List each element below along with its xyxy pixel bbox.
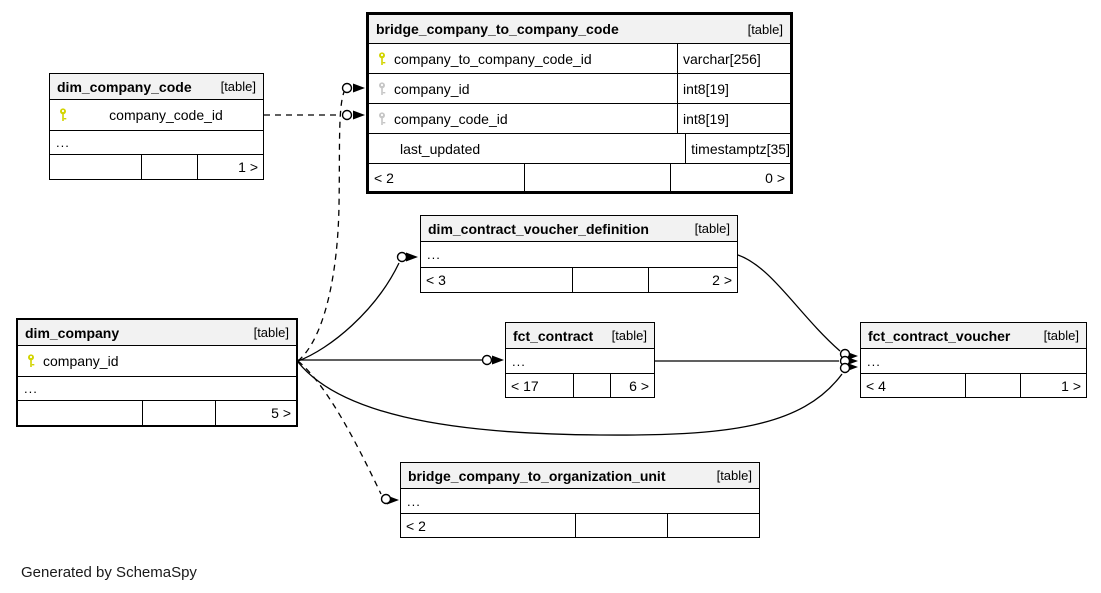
rel-dim-company-to-dim-contract-voucher-definition	[297, 262, 400, 362]
table-tag: [table]	[694, 221, 730, 236]
columns-ellipsis: ...	[401, 489, 759, 514]
table-header: dim_company_code [table]	[50, 74, 263, 100]
column-name: company_to_company_code_id	[394, 50, 592, 67]
column-type: timestamptz[35]	[685, 134, 790, 163]
table-tag: [table]	[253, 325, 289, 340]
pager-middle	[573, 374, 610, 397]
pager-middle	[965, 374, 1020, 397]
column-type: int8[19]	[677, 104, 790, 133]
table-tag: [table]	[220, 79, 256, 94]
generated-by-note: Generated by SchemaSpy	[21, 564, 197, 581]
table-row: company_code_id int8[19]	[369, 104, 790, 134]
pager-parents: 1 >	[1020, 374, 1086, 397]
primary-key-icon	[57, 108, 69, 122]
table-tag: [table]	[747, 21, 783, 37]
table-name: dim_contract_voucher_definition	[428, 220, 649, 237]
table-header: fct_contract [table]	[506, 323, 654, 349]
table-pager-row: < 17 6 >	[506, 374, 654, 397]
table-pager-row: < 2 0 >	[369, 164, 790, 191]
column-name: company_code_id	[394, 110, 508, 127]
rel-dim-company-to-fct-contract-voucher	[297, 361, 843, 436]
table-name: fct_contract_voucher	[868, 327, 1011, 344]
foreign-key-icon	[376, 111, 388, 126]
table-tag: [table]	[716, 468, 752, 483]
rel-dim-contract-voucher-definition-to-fct-contract-voucher	[737, 254, 841, 352]
column-name: company_id	[394, 80, 470, 97]
primary-key-icon	[376, 51, 388, 66]
table-fct-contract[interactable]: fct_contract [table] ... < 17 6 >	[505, 322, 655, 398]
pager-middle	[575, 514, 667, 537]
table-bridge-company-to-organization-unit[interactable]: bridge_company_to_organization_unit [tab…	[400, 462, 760, 538]
table-name: dim_company	[25, 324, 120, 341]
columns-ellipsis: ...	[861, 349, 1086, 374]
column-name-cell: company_code_id	[50, 100, 263, 130]
table-name: bridge_company_to_company_code	[376, 21, 619, 37]
table-dim-company[interactable]: dim_company [table] company_id ... 5 >	[16, 318, 298, 427]
table-tag: [table]	[1043, 328, 1079, 343]
pager-middle	[572, 268, 648, 292]
pager-parents: 5 >	[215, 401, 296, 425]
columns-ellipsis: ...	[506, 349, 654, 374]
zero-one-circles	[341, 82, 851, 505]
primary-key-icon	[25, 354, 37, 368]
rel-dim-company-to-bridge-organization-unit	[297, 360, 382, 495]
rel-dim-company-to-bridge-company-code	[297, 91, 345, 362]
table-name: fct_contract	[513, 327, 594, 344]
column-type: int8[19]	[677, 74, 790, 103]
pager-children	[50, 155, 141, 179]
table-header: bridge_company_to_organization_unit [tab…	[401, 463, 759, 489]
pager-parents	[667, 514, 759, 537]
table-header: fct_contract_voucher [table]	[861, 323, 1086, 349]
table-row: company_id int8[19]	[369, 74, 790, 104]
table-bridge-company-to-company-code[interactable]: bridge_company_to_company_code [table] c…	[366, 12, 793, 194]
pager-children: < 17	[511, 377, 539, 394]
pager-parents: 6 >	[610, 374, 654, 397]
columns-ellipsis: ...	[50, 131, 263, 155]
table-pager-row: 5 >	[18, 401, 296, 425]
table-pager-row: < 4 1 >	[861, 374, 1086, 397]
table-row: company_code_id	[50, 100, 263, 131]
columns-ellipsis: ...	[421, 242, 737, 268]
pager-children: < 2	[406, 517, 426, 534]
pager-parents: 2 >	[648, 268, 737, 292]
pager-children: < 4	[866, 377, 886, 394]
column-name-cell: company_code_id	[369, 104, 677, 133]
pager-children: < 3	[426, 272, 446, 288]
column-name-cell: company_to_company_code_id	[369, 44, 677, 73]
table-name: bridge_company_to_organization_unit	[408, 467, 666, 484]
table-pager-row: < 3 2 >	[421, 268, 737, 292]
pager-parents: 1 >	[197, 155, 263, 179]
column-name-cell: last_updated	[369, 134, 685, 163]
table-dim-company-code[interactable]: dim_company_code [table] company_code_id…	[49, 73, 264, 180]
foreign-key-icon	[376, 81, 388, 96]
columns-ellipsis: ...	[18, 377, 296, 401]
table-header: bridge_company_to_company_code [table]	[369, 15, 790, 44]
pager-middle	[524, 164, 670, 191]
pager-middle	[141, 155, 197, 179]
column-name: company_code_id	[109, 107, 223, 123]
table-name: dim_company_code	[57, 78, 192, 95]
table-pager-row: 1 >	[50, 155, 263, 179]
table-dim-contract-voucher-definition[interactable]: dim_contract_voucher_definition [table] …	[420, 215, 738, 293]
pager-parents: 0 >	[670, 164, 790, 191]
pager-middle	[142, 401, 215, 425]
table-tag: [table]	[611, 328, 647, 343]
column-name: last_updated	[400, 140, 481, 157]
table-header: dim_company [table]	[18, 320, 296, 346]
table-header: dim_contract_voucher_definition [table]	[421, 216, 737, 242]
column-type: varchar[256]	[677, 44, 790, 73]
column-name-cell: company_id	[18, 346, 296, 376]
column-name: company_id	[43, 353, 119, 369]
pager-children	[18, 401, 142, 425]
table-fct-contract-voucher[interactable]: fct_contract_voucher [table] ... < 4 1 >	[860, 322, 1087, 398]
table-row: last_updated timestamptz[35]	[369, 134, 790, 164]
table-pager-row: < 2	[401, 514, 759, 537]
table-row: company_to_company_code_id varchar[256]	[369, 44, 790, 74]
table-row: company_id	[18, 346, 296, 377]
pager-children: < 2	[374, 169, 394, 186]
column-name-cell: company_id	[369, 74, 677, 103]
